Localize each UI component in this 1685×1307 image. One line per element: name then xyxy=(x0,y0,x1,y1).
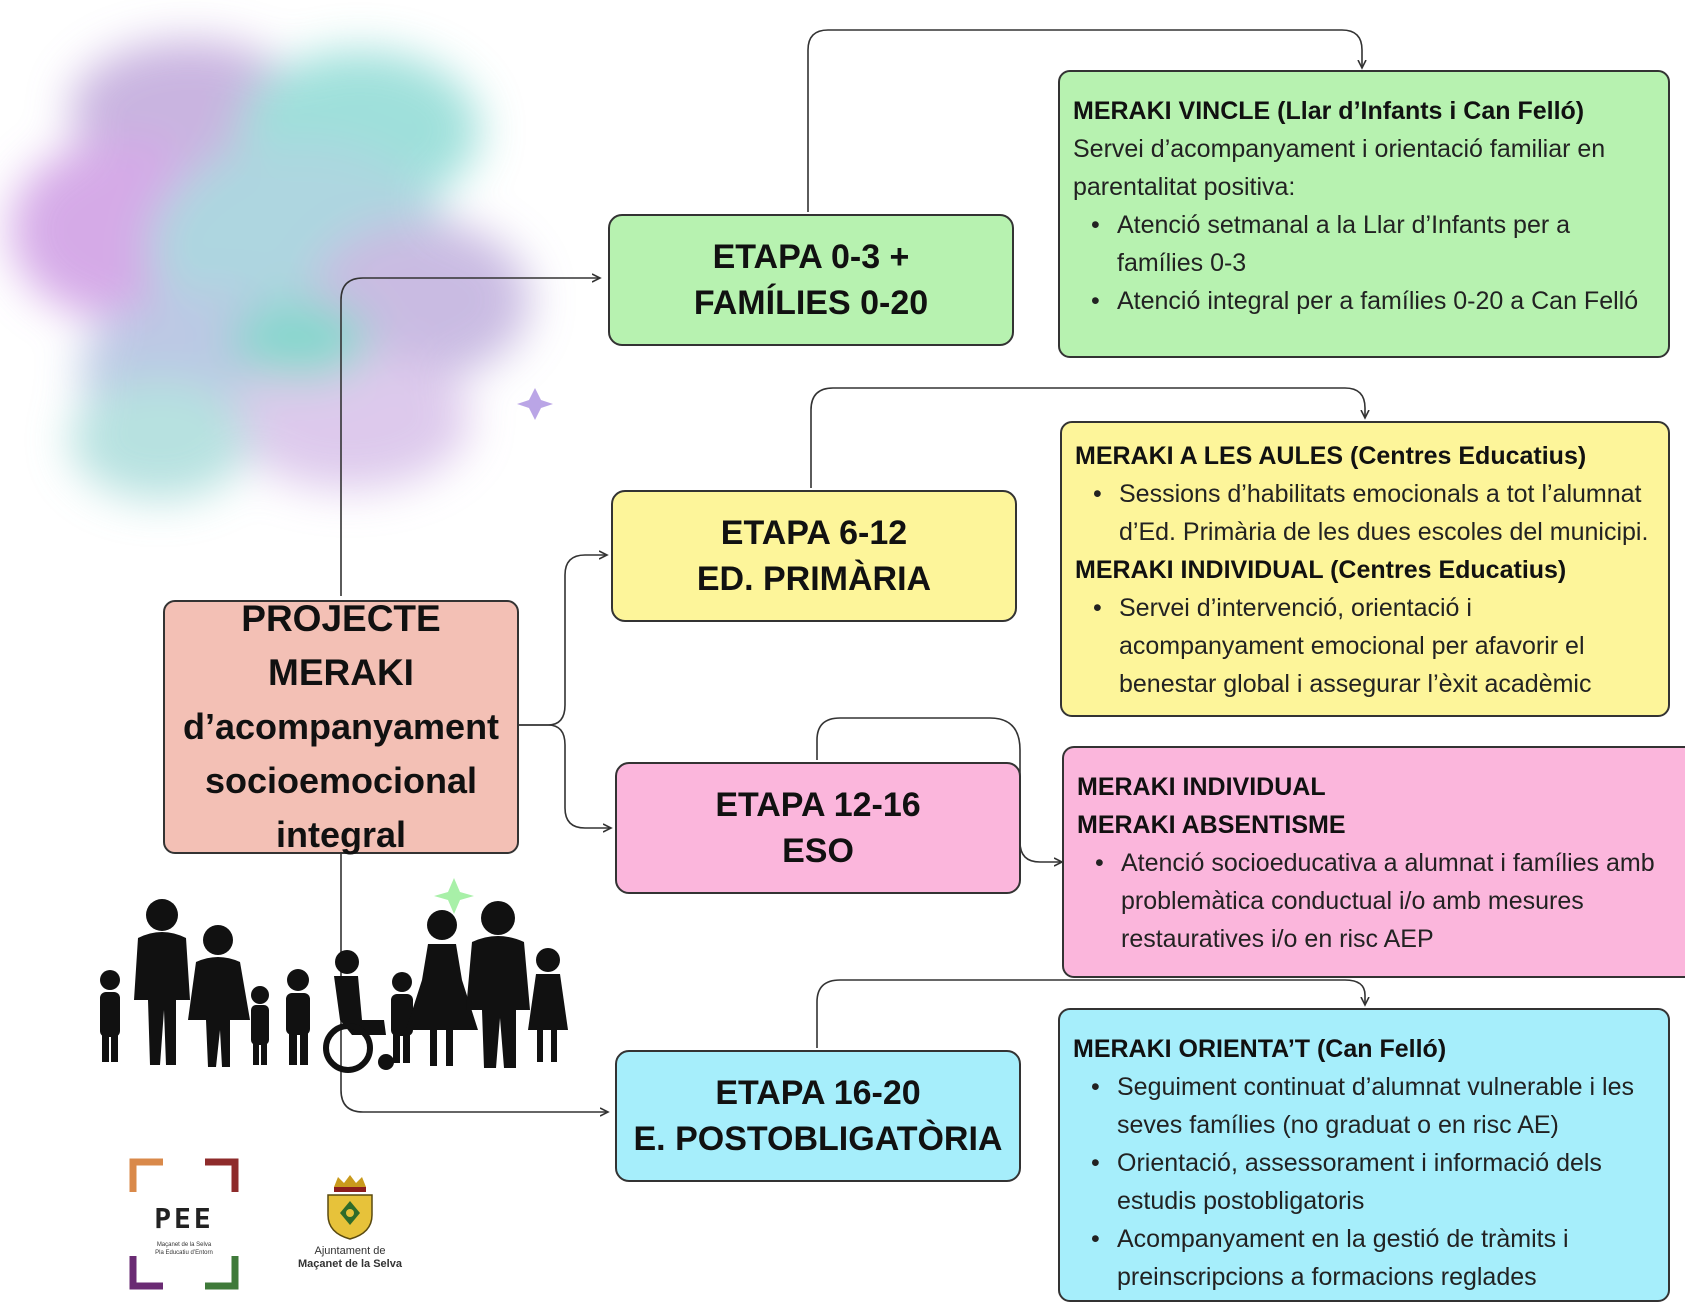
stage-12-16-box: ETAPA 12-16 ESO xyxy=(615,762,1021,894)
main-subtitle-1: d’acompanyament xyxy=(182,706,500,747)
orientat-bullet-3: Acompanyament en la gestió de tràmits i … xyxy=(1091,1220,1654,1296)
aules-heading-1: MERAKI A LES AULES (Centres Educatius) xyxy=(1075,442,1587,470)
info-box-aules: MERAKI A LES AULES (Centres Educatius) S… xyxy=(1060,421,1670,717)
aules-list-1: Sessions d’habilitats emocionals a tot l… xyxy=(1075,475,1654,551)
individual-heading-1: MERAKI INDIVIDUAL xyxy=(1077,773,1326,801)
vincle-bullet-1: Atenció setmanal a la Llar d’Infants per… xyxy=(1091,206,1654,282)
stage-6-12-line2: ED. PRIMÀRIA xyxy=(696,560,932,598)
stage-16-20-line1: ETAPA 16-20 xyxy=(715,1074,921,1112)
stage-0-3-line2: FAMÍLIES 0-20 xyxy=(693,284,929,322)
pee-logo-text: PEE xyxy=(154,1202,214,1235)
aules-bullet-1: Sessions d’habilitats emocionals a tot l… xyxy=(1093,475,1654,551)
stage-12-16-line1: ETAPA 12-16 xyxy=(715,786,921,824)
info-box-individual: MERAKI INDIVIDUAL MERAKI ABSENTISME Aten… xyxy=(1062,746,1685,978)
orientat-list: Seguiment continuat d’alumnat vulnerable… xyxy=(1073,1068,1654,1296)
aules-bullet-2: Servei d’intervenció, orientació i acomp… xyxy=(1093,589,1654,703)
aules-list-2: Servei d’intervenció, orientació i acomp… xyxy=(1075,589,1654,703)
orientat-heading: MERAKI ORIENTA’T (Can Felló) xyxy=(1073,1035,1447,1063)
individual-heading-2: MERAKI ABSENTISME xyxy=(1077,811,1346,839)
main-subtitle-3: integral xyxy=(275,814,407,855)
orientat-bullet-1: Seguiment continuat d’alumnat vulnerable… xyxy=(1091,1068,1654,1144)
info-box-vincle: MERAKI VINCLE (Llar d’Infants i Can Fell… xyxy=(1058,70,1670,358)
main-title: PROJECTE MERAKI xyxy=(241,598,441,693)
stage-12-16-line2: ESO xyxy=(782,832,854,870)
vincle-heading: MERAKI VINCLE (Llar d’Infants i Can Fell… xyxy=(1073,97,1585,125)
stage-16-20-box: ETAPA 16-20 E. POSTOBLIGATÒRIA xyxy=(615,1050,1021,1182)
coat-of-arms-icon xyxy=(327,1175,373,1240)
vincle-list: Atenció setmanal a la Llar d’Infants per… xyxy=(1073,206,1654,320)
ajuntament-line1: Ajuntament de xyxy=(314,1245,386,1257)
vincle-text: Servei d’acompanyament i orientació fami… xyxy=(1073,135,1606,201)
watercolor-decoration xyxy=(10,40,553,500)
pee-caption-1: Maçanet de la Selva xyxy=(156,1242,212,1248)
family-silhouette-image xyxy=(100,878,568,1073)
individual-bullet-1: Atenció socioeducativa a alumnat i famíl… xyxy=(1095,844,1671,958)
info-box-orientat: MERAKI ORIENTA’T (Can Felló) Seguiment c… xyxy=(1058,1008,1670,1302)
ajuntament-line2: Maçanet de la Selva xyxy=(298,1258,402,1270)
stage-6-12-line1: ETAPA 6-12 xyxy=(720,514,908,552)
pee-logo-frame-icon xyxy=(129,1158,239,1290)
stage-0-3-box: ETAPA 0-3 + FAMÍLIES 0-20 xyxy=(608,214,1014,346)
vincle-bullet-2: Atenció integral per a famílies 0-20 a C… xyxy=(1091,282,1654,320)
individual-list: Atenció socioeducativa a alumnat i famíl… xyxy=(1077,844,1671,958)
pee-caption-2: Pla Educatiu d’Entorn xyxy=(155,1250,213,1256)
stage-6-12-box: ETAPA 6-12 ED. PRIMÀRIA xyxy=(611,490,1017,622)
ajuntament-logo: Ajuntament de Maçanet de la Selva xyxy=(290,1175,410,1271)
aules-heading-2: MERAKI INDIVIDUAL (Centres Educatius) xyxy=(1075,556,1567,584)
main-project-box: PROJECTE MERAKI d’acompanyament socioemo… xyxy=(163,598,519,855)
orientat-bullet-2: Orientació, assessorament i informació d… xyxy=(1091,1144,1654,1220)
stage-0-3-line1: ETAPA 0-3 + xyxy=(712,238,910,276)
stage-16-20-line2: E. POSTOBLIGATÒRIA xyxy=(633,1120,1003,1158)
pee-logo: PEE Maçanet de la Selva Pla Educatiu d’E… xyxy=(129,1158,239,1290)
main-subtitle-2: socioemocional xyxy=(204,760,478,801)
